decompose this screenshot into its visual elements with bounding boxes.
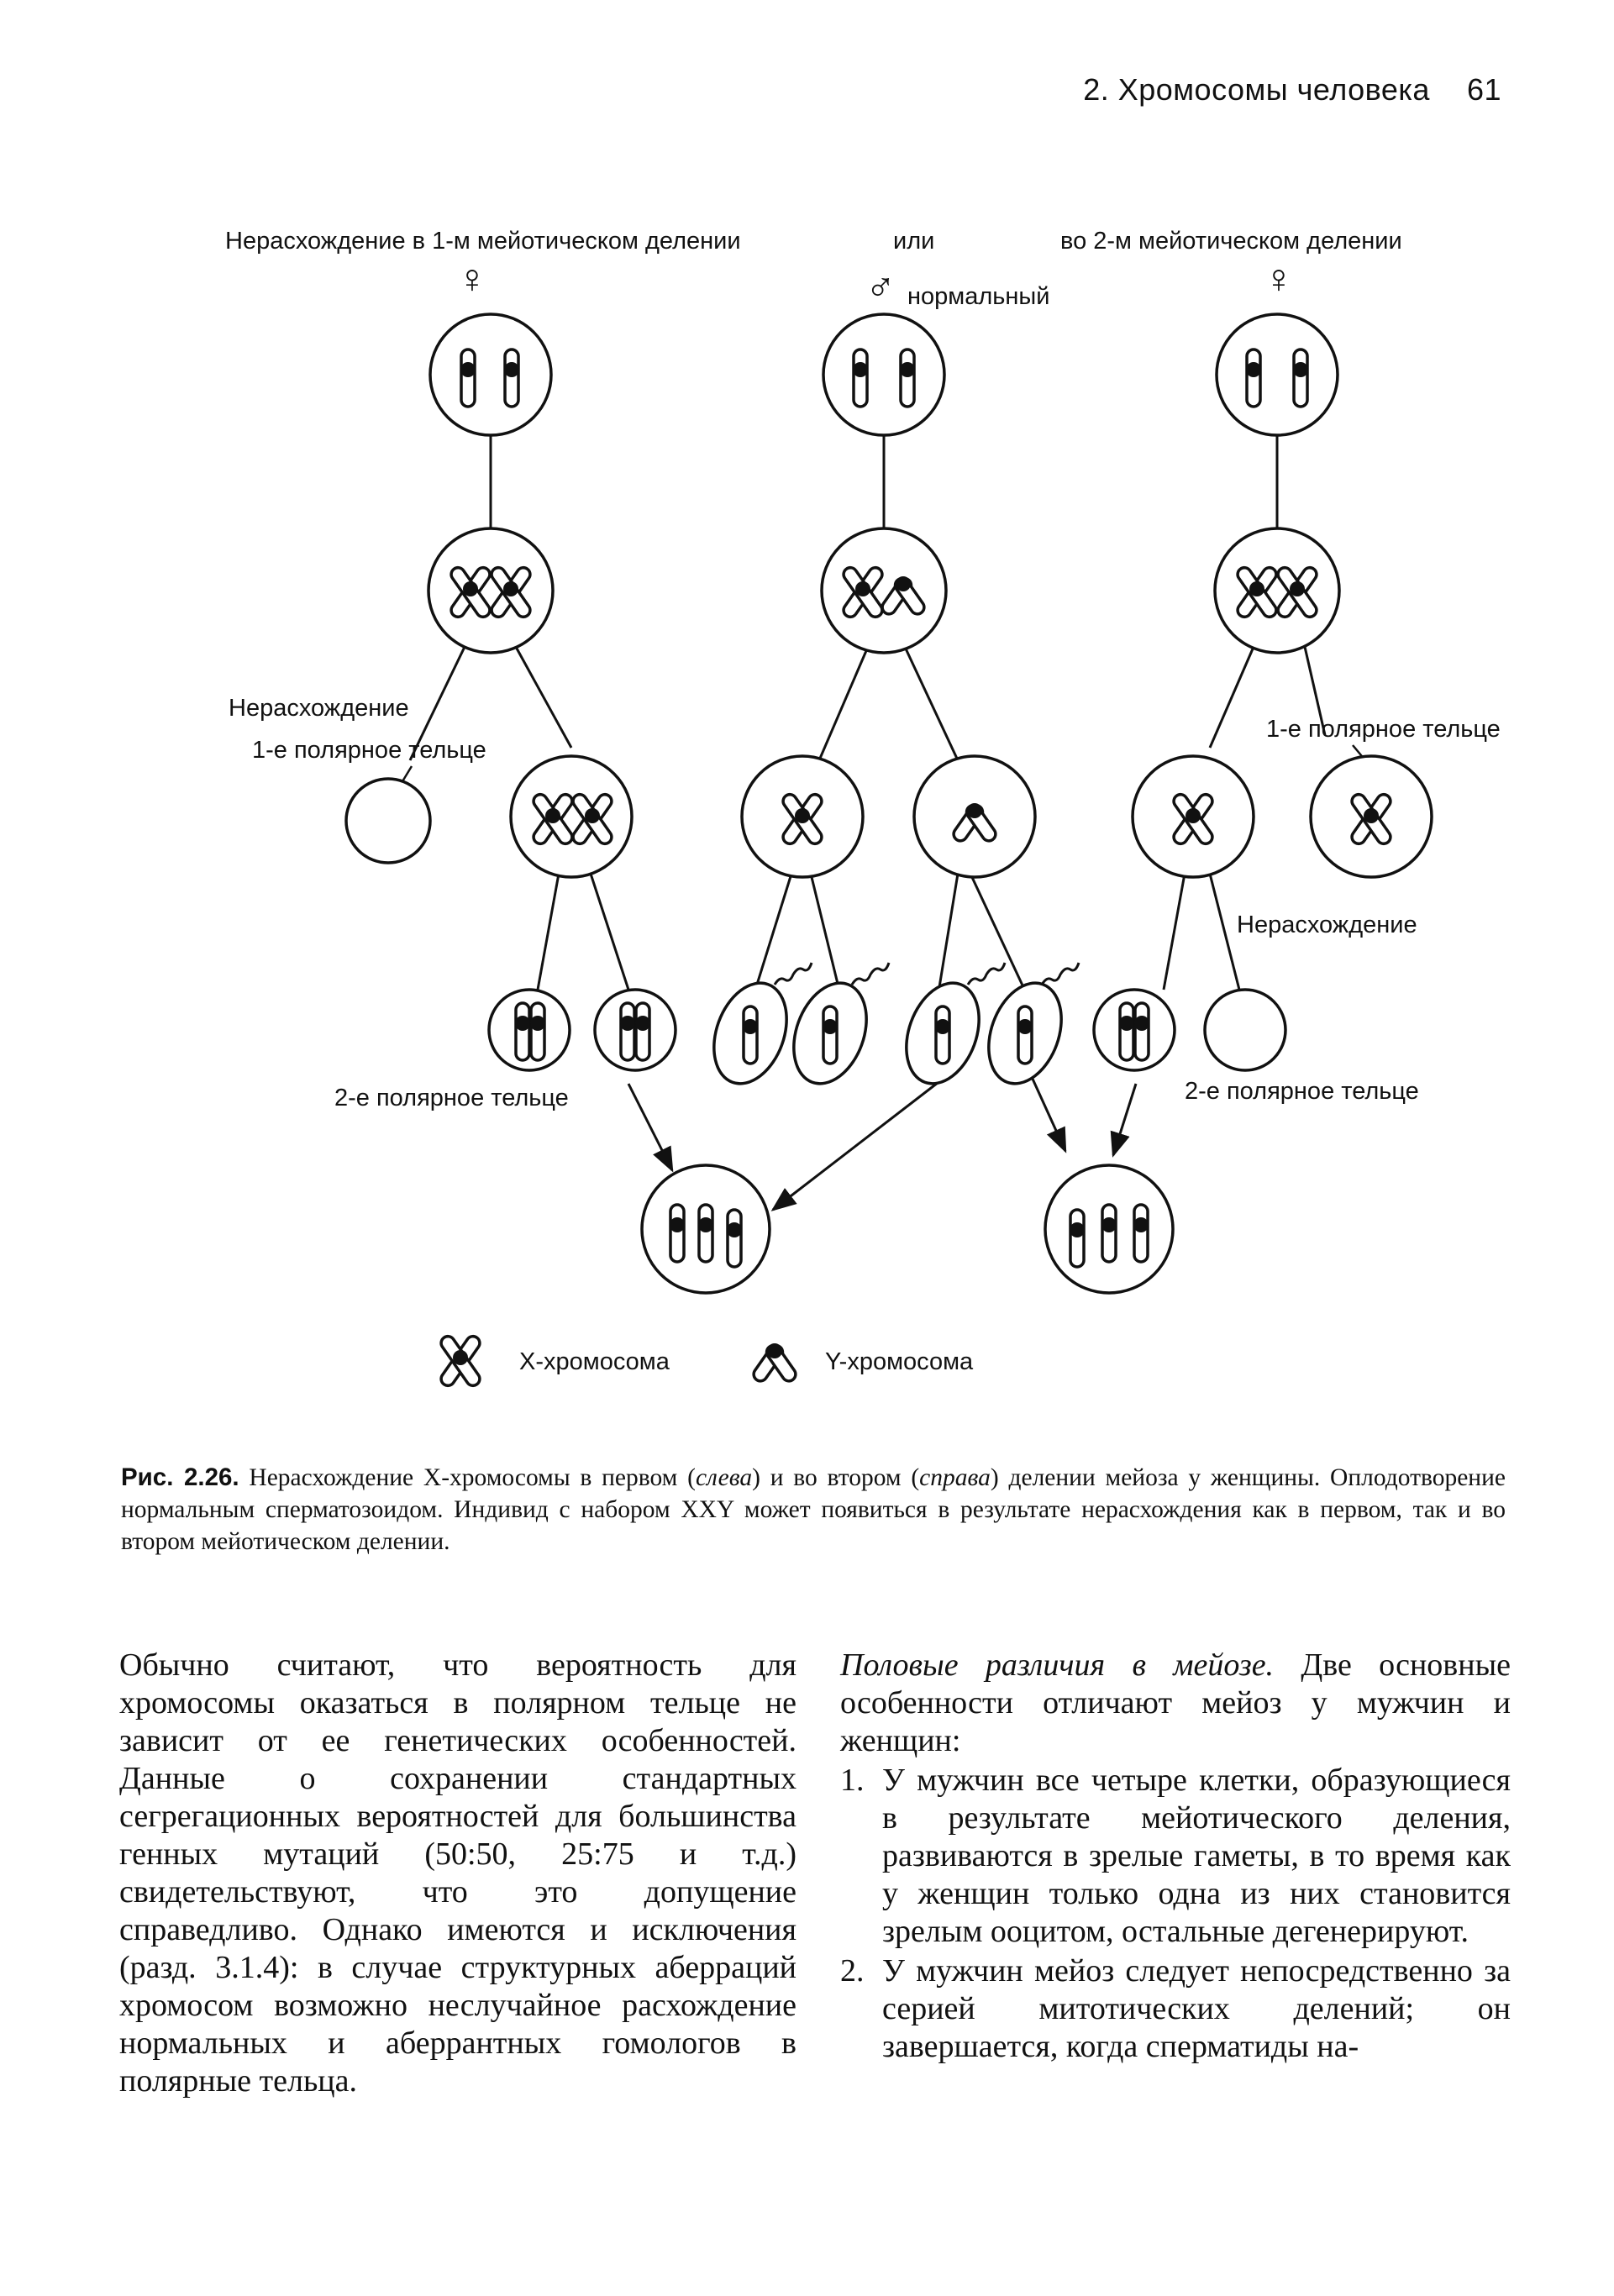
secondary-oocyte-left — [511, 756, 632, 877]
oocyte-right-initial — [1217, 314, 1338, 435]
secondary-spermatocyte-x — [742, 756, 863, 877]
oocyte-left-replicated — [428, 528, 553, 653]
label-first-polar-body-left: 1-е полярное тельце — [252, 737, 486, 764]
label-first-polar-body-right: 1-е полярное тельце — [1266, 716, 1501, 743]
oocyte-right-replicated — [1215, 528, 1339, 653]
body-right-column: Половые различия в мейозе. Две основные … — [840, 1647, 1511, 2066]
spermatocyte-initial — [823, 314, 944, 435]
label-second-polar-body-left: 2-е полярное тельце — [334, 1085, 569, 1111]
second-polar-body-left-2 — [595, 990, 676, 1070]
label-second-division: во 2-м мейотическом делении — [1060, 228, 1402, 255]
list-item-number: 1. — [840, 1762, 865, 1799]
left-paragraph: Обычно считают, что вероятность для хром… — [119, 1647, 796, 2100]
label-first-division: Нерасхождение в 1-м мейотическом делении — [225, 228, 741, 255]
right-intro-paragraph: Половые различия в мейозе. Две основные … — [840, 1647, 1511, 1760]
first-polar-body-left — [346, 779, 430, 863]
sperm-x-1 — [701, 973, 800, 1094]
sperm-y-1 — [893, 973, 992, 1094]
first-polar-body-right — [1311, 756, 1432, 877]
legend-x-symbol — [439, 1334, 482, 1389]
nondisjunction-figure: Нерасхождение в 1-м мейотическом делении… — [0, 0, 1614, 1445]
list-item-number: 2. — [840, 1952, 865, 1990]
second-polar-body-left-1 — [489, 990, 570, 1070]
zygote-xxy-right — [1045, 1165, 1173, 1293]
secondary-spermatocyte-y — [914, 756, 1035, 877]
label-second-polar-body-right: 2-е полярное тельце — [1185, 1078, 1419, 1105]
caption-text-2: ) и во втором ( — [752, 1464, 919, 1491]
legend: X-хромосома Y-хромосома — [439, 1334, 974, 1389]
figure-caption: Рис. 2.26. Нерасхождение X-хромосомы в п… — [121, 1462, 1506, 1558]
sperm-x-2 — [781, 973, 880, 1094]
section-heading-italic: Половые различия в мейозе. — [840, 1647, 1274, 1683]
sperm-y-2 — [975, 973, 1075, 1094]
legend-y-symbol — [751, 1342, 798, 1383]
zygote-xxy-left — [642, 1165, 770, 1293]
spermatocyte-replicated — [822, 528, 946, 653]
second-polar-body-right — [1205, 990, 1285, 1070]
numbered-list: 1. У мужчин все четыре клетки, образующие… — [840, 1762, 1511, 2066]
caption-italic-right: справа — [919, 1464, 991, 1491]
female-symbol-left: ♀ — [457, 257, 487, 302]
legend-x-label: X-хромосома — [519, 1348, 670, 1375]
oocyte-left-initial — [430, 314, 551, 435]
label-or: или — [893, 228, 934, 255]
egg-right-disomic — [1094, 990, 1175, 1070]
legend-y-label: Y-хромосома — [825, 1348, 974, 1375]
secondary-oocyte-right — [1133, 756, 1254, 877]
list-item-text: У мужчин мейоз следует непосредственно з… — [882, 1953, 1511, 2064]
caption-italic-left: слева — [696, 1464, 752, 1491]
list-item: 2. У мужчин мейоз следует непосредственно… — [840, 1952, 1511, 2066]
label-nondisjunction-left: Нерасхождение — [229, 695, 409, 722]
caption-text-1: Нерасхождение X-хромосомы в первом ( — [239, 1464, 696, 1491]
label-nondisjunction-right: Нерасхождение — [1237, 912, 1417, 938]
female-symbol-right: ♀ — [1264, 257, 1294, 302]
body-left-column: Обычно считают, что вероятность для хром… — [119, 1647, 796, 2100]
label-normal: нормальный — [907, 283, 1049, 310]
male-symbol: ♂ — [865, 265, 896, 310]
sperm-tails — [775, 963, 1079, 985]
figure-number: Рис. 2.26. — [121, 1463, 239, 1491]
list-item: 1. У мужчин все четыре клетки, образующие… — [840, 1762, 1511, 1951]
list-item-text: У мужчин все четыре клетки, образующиеся… — [882, 1763, 1511, 1949]
